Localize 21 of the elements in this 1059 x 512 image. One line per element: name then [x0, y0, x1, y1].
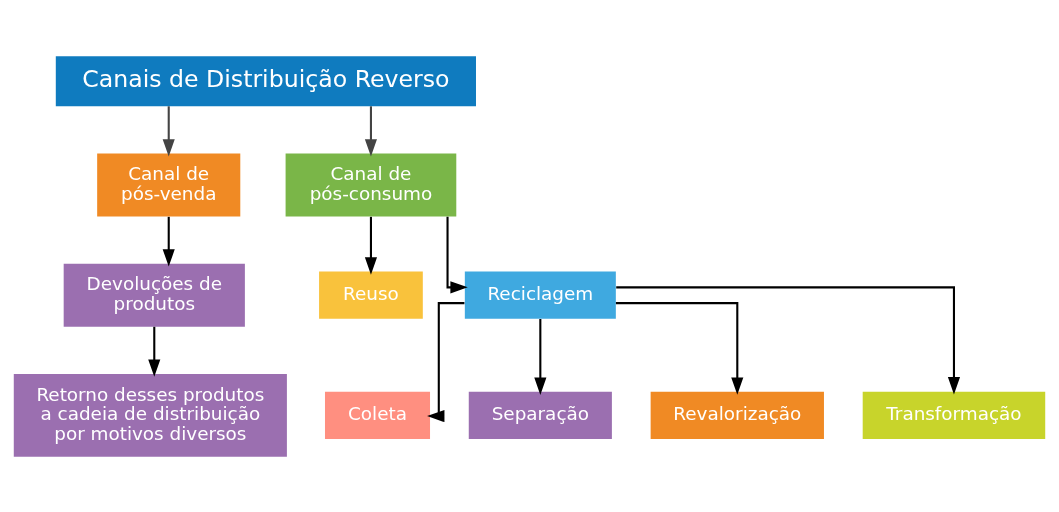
- node-box: Coleta: [325, 391, 431, 439]
- node-box: Canais de Distribuição Reverso: [55, 55, 476, 106]
- node-box: Canal de pós-consumo: [285, 152, 457, 216]
- node-box: Canal de pós-venda: [97, 152, 241, 216]
- arrow: [364, 216, 378, 275]
- arrow: [534, 318, 547, 395]
- node-box: Separação: [468, 391, 612, 439]
- arrow: [162, 105, 175, 157]
- arrow: [616, 285, 961, 394]
- arrow: [162, 216, 175, 267]
- arrow: [364, 105, 378, 157]
- node-box: Revalorização: [650, 391, 824, 439]
- node-box: Transformação: [862, 391, 1046, 439]
- node-box: Devoluções de produtos: [63, 263, 245, 327]
- node-box: Reuso: [319, 271, 423, 319]
- node-box: Reciclagem: [464, 271, 616, 319]
- node-box: Retorno desses produtos a cadeia de distribuição por motivos diversos: [13, 373, 287, 457]
- arrow: [148, 326, 161, 377]
- arrow: [615, 301, 744, 395]
- arrow: [446, 216, 468, 293]
- arrow: [427, 301, 465, 422]
